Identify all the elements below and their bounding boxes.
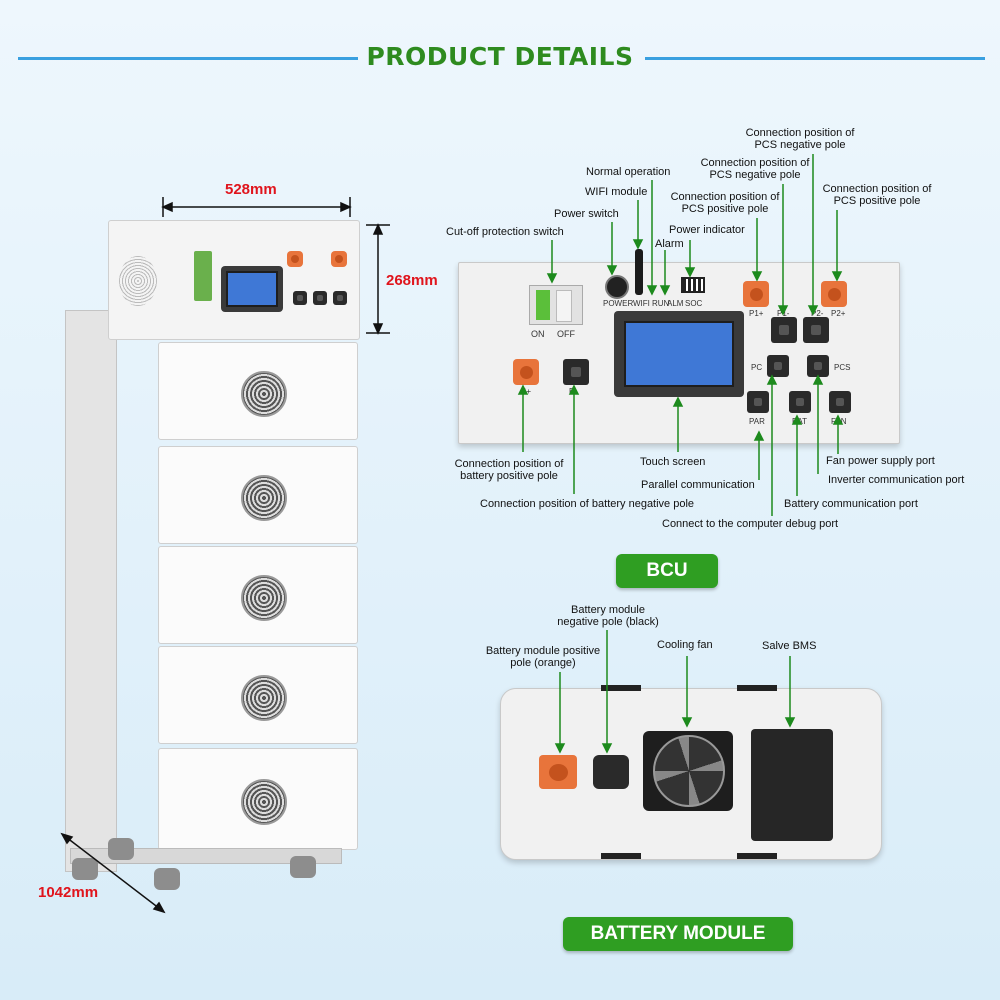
label-fan-power: Fan power supply port	[826, 455, 935, 467]
p1-negative-port	[771, 317, 797, 343]
p2n-label: P2-	[811, 309, 824, 318]
tower-module-fan-icon	[241, 575, 287, 621]
wheel-icon	[290, 856, 316, 878]
width-dimension: 528mm	[225, 181, 277, 198]
tower-bcu-unit	[108, 220, 360, 340]
wifi-antenna	[635, 249, 643, 295]
soc-label: SOC	[685, 299, 703, 308]
label-inverter-comm: Inverter communication port	[828, 474, 965, 486]
title-rule-right	[645, 57, 985, 60]
tower-base	[70, 848, 342, 864]
tower-bcu-screen	[221, 266, 283, 312]
label-debug-port: Connect to the computer debug port	[662, 518, 839, 530]
battery-module-badge: BATTERY MODULE	[563, 917, 793, 951]
fan-port	[829, 391, 851, 413]
label-alarm: Alarm	[655, 238, 684, 250]
module-bracket	[601, 685, 641, 691]
par-port	[747, 391, 769, 413]
tower-module-fan-icon	[241, 371, 287, 417]
label-power-switch: Power switch	[554, 208, 619, 220]
bcu-panel: ON OFF POWER WIFI RUN ALM SOC P1+ P1- P2…	[458, 249, 900, 444]
label-battery-negative: Connection position of battery negative …	[480, 498, 695, 510]
pc-label: PC	[751, 363, 763, 372]
run-label: RUN	[652, 299, 670, 308]
tower-module-fan-icon	[241, 475, 287, 521]
p2-negative-port	[803, 317, 829, 343]
alm-label: ALM	[667, 299, 684, 308]
bat-port	[789, 391, 811, 413]
tower-module-fan-icon	[241, 779, 287, 825]
tower-bcu-grille	[119, 256, 157, 306]
height-dimension: 268mm	[386, 272, 438, 289]
salve-bms-board	[751, 729, 833, 841]
tower-battery-module	[158, 646, 358, 744]
battery-negative-port	[563, 359, 589, 385]
label-cooling-fan: Cooling fan	[657, 639, 713, 651]
switch-off-label: OFF	[557, 329, 575, 339]
tower-bcu-port	[331, 251, 347, 267]
label-wifi-module: WIFI module	[585, 186, 648, 198]
module-bracket	[737, 685, 777, 691]
label-pcs-negative-2: Connection position of PCS negative pole	[745, 127, 855, 151]
wifi-label: WIFI	[633, 299, 650, 308]
soc-indicator	[681, 277, 705, 293]
label-module-negative: Battery module negative pole (black)	[557, 604, 659, 628]
wheel-icon	[154, 868, 180, 890]
label-pcs-negative-1: Connection position of PCS negative pole	[700, 157, 810, 181]
p1p-label: P1+	[749, 309, 764, 318]
bcu-badge: BCU	[616, 554, 718, 588]
tower-battery-module	[158, 446, 358, 544]
label-pcs-positive-1: Connection position of PCS positive pole	[670, 191, 780, 215]
touch-screen	[614, 311, 744, 397]
tower-battery-module	[158, 342, 358, 440]
label-normal-operation: Normal operation	[586, 166, 671, 178]
tower-bcu-switch	[194, 251, 212, 301]
pcs-label: PCS	[834, 363, 851, 372]
label-battery-comm: Battery communication port	[784, 498, 918, 510]
battery-tower	[60, 220, 370, 910]
wheel-icon	[108, 838, 134, 860]
module-bracket	[601, 853, 641, 859]
par-label: PAR	[749, 417, 765, 426]
tower-frame	[65, 310, 117, 872]
tower-battery-module	[158, 546, 358, 644]
depth-dimension: 1042mm	[38, 884, 99, 901]
power-switch-icon	[605, 275, 629, 299]
module-bracket	[737, 853, 777, 859]
p1-positive-port	[743, 281, 769, 307]
label-parallel-comm: Parallel communication	[641, 479, 755, 491]
label-cutoff-switch: Cut-off protection switch	[446, 226, 564, 238]
tower-bcu-port	[313, 291, 327, 305]
battery-positive-port	[513, 359, 539, 385]
battery-module-panel	[500, 685, 882, 860]
label-power-indicator: Power indicator	[669, 224, 745, 236]
tower-bcu-port	[293, 291, 307, 305]
p2-positive-port	[821, 281, 847, 307]
pcs-port	[807, 355, 829, 377]
tower-bcu-port	[333, 291, 347, 305]
wheel-icon	[72, 858, 98, 880]
pc-port	[767, 355, 789, 377]
cooling-fan-icon	[643, 731, 733, 811]
tower-bcu-port	[287, 251, 303, 267]
label-touch-screen: Touch screen	[640, 456, 706, 468]
label-battery-positive: Connection position of battery positive …	[454, 458, 564, 482]
switch-on-label: ON	[531, 329, 545, 339]
tower-battery-module	[158, 748, 358, 850]
tower-module-fan-icon	[241, 675, 287, 721]
module-negative-pole	[593, 755, 629, 789]
page-title: PRODUCT DETAILS	[366, 42, 634, 71]
power-label: POWER	[603, 299, 634, 308]
p2p-label: P2+	[831, 309, 846, 318]
label-salve-bms: Salve BMS	[762, 640, 817, 652]
title-rule-left	[18, 57, 358, 60]
module-positive-pole	[539, 755, 577, 789]
label-pcs-positive-2: Connection position of PCS positive pole	[822, 183, 932, 207]
cutoff-switch	[529, 285, 583, 325]
label-module-positive: Battery module positive pole (orange)	[485, 645, 601, 669]
